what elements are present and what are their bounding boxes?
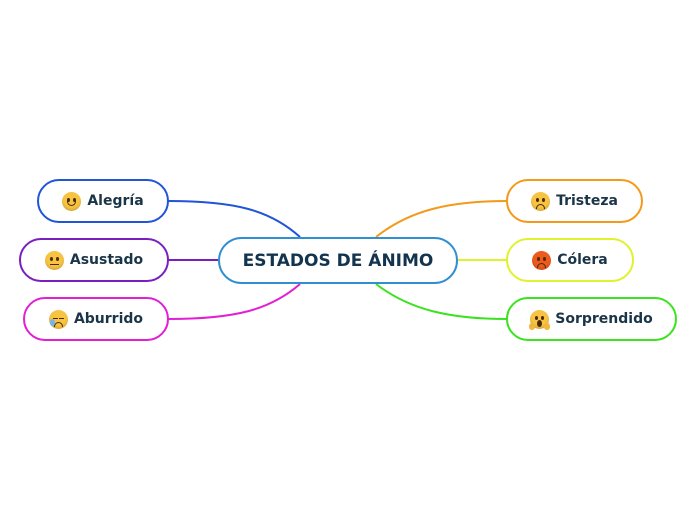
link-tristeza	[375, 200, 508, 238]
link-alegria	[167, 200, 301, 238]
topic-label-aburrido: Aburrido	[73, 311, 144, 327]
topic-label-tristeza: Tristeza	[556, 193, 618, 209]
smiling-face-icon	[62, 191, 82, 211]
topic-colera[interactable]: Cólera	[506, 238, 634, 282]
topic-aburrido[interactable]: Aburrido	[23, 297, 169, 341]
central-topic-label: ESTADOS DE ÁNIMO	[242, 250, 434, 271]
angry-face-icon	[532, 250, 552, 270]
central-topic[interactable]: ESTADOS DE ÁNIMO	[218, 237, 458, 284]
topic-alegria[interactable]: Alegría	[37, 179, 169, 223]
sleepy-face-icon	[48, 309, 68, 329]
topic-label-alegria: Alegría	[87, 193, 144, 209]
link-sorprendido	[375, 283, 508, 320]
topic-label-sorprendido: Sorprendido	[555, 311, 653, 327]
topic-label-colera: Cólera	[557, 252, 608, 268]
screaming-face-icon	[529, 309, 551, 330]
topic-sorprendido[interactable]: Sorprendido	[506, 297, 677, 341]
topic-asustado[interactable]: Asustado	[19, 238, 169, 282]
topic-label-asustado: Asustado	[69, 252, 144, 268]
frowning-face-icon	[531, 191, 551, 211]
link-aburrido	[167, 283, 301, 320]
topic-tristeza[interactable]: Tristeza	[506, 179, 643, 223]
worried-face-icon	[44, 250, 64, 270]
